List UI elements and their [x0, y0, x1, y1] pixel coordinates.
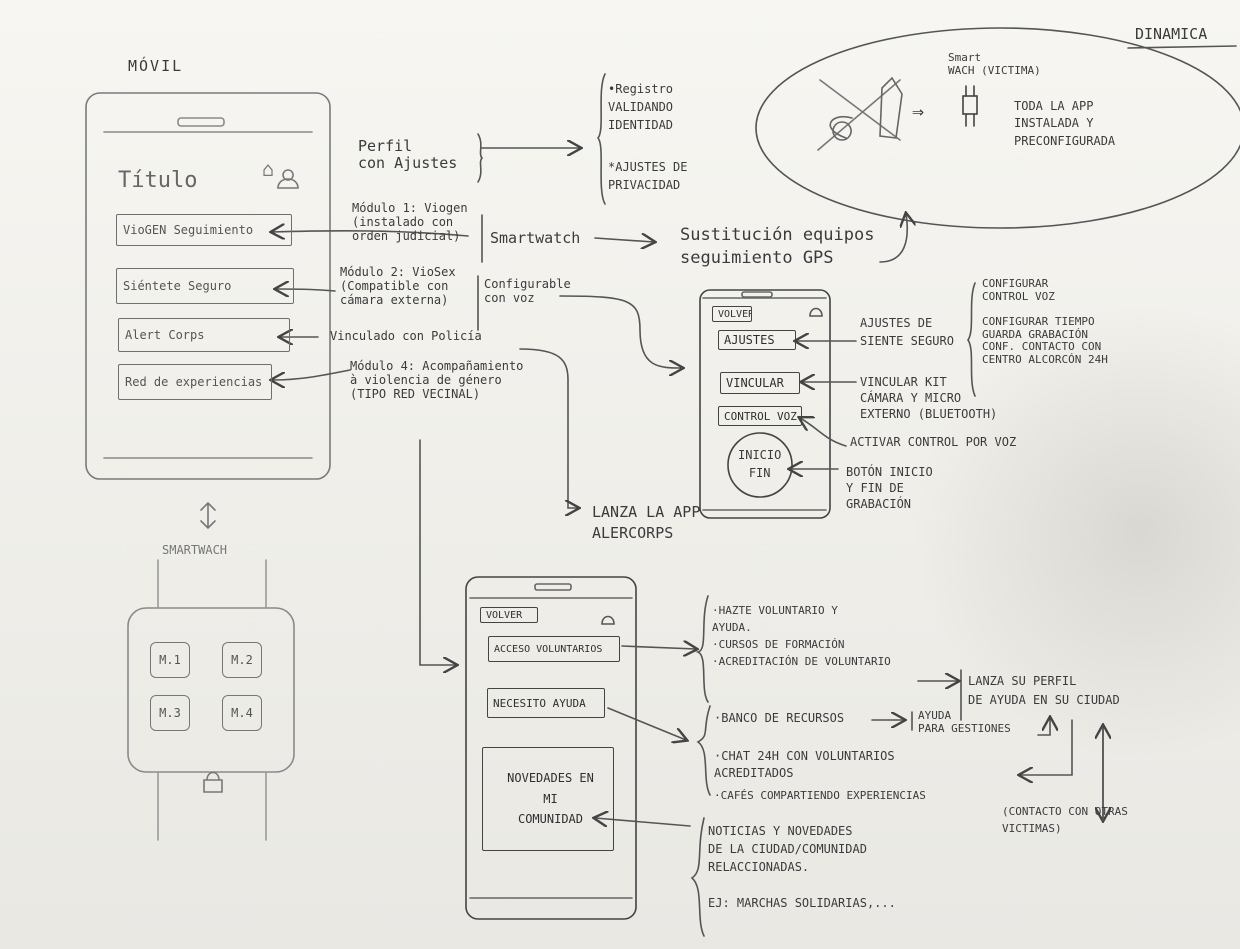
- bubble-text: TODA LA APP INSTALADA Y PRECONFIGURADA: [1014, 99, 1116, 148]
- module-1-button[interactable]: M.1: [150, 642, 190, 678]
- inicio-fin-button[interactable]: INICIO FIN: [738, 448, 782, 480]
- modulo3-note: Vinculado con Policía: [330, 329, 482, 343]
- modulo4-note: Módulo 4: Acompañamiento à violencia de …: [350, 359, 524, 401]
- acceso-voluntarios-button[interactable]: ACCESO VOLUNTARIOS: [488, 636, 620, 662]
- lanza-app-note: LANZA LA APP ALERCORPS: [592, 503, 701, 542]
- alert-corps-button[interactable]: Alert Corps: [118, 318, 290, 352]
- volver-button[interactable]: VOLVER: [712, 306, 752, 322]
- control-voz-note: ACTIVAR CONTROL POR VOZ: [850, 435, 1017, 449]
- ajustes-button[interactable]: AJUSTES: [718, 330, 796, 350]
- module-3-button[interactable]: M.3: [150, 695, 190, 731]
- viogen-button[interactable]: VioGEN Seguimiento: [116, 214, 292, 246]
- configurable-note: Configurable con voz: [484, 277, 571, 305]
- dinamica-label: DINAMICA: [1135, 25, 1208, 43]
- smartwatch-label: SMARTWACH: [162, 543, 228, 557]
- boton-inicio-note: BOTÓN INICIO Y FIN DE GRABACIÓN: [846, 465, 933, 512]
- ayuda-gestiones-note: AYUDA PARA GESTIONES: [918, 709, 1011, 735]
- movil-label: MÓVIL: [128, 57, 184, 75]
- sientete-seguro-button[interactable]: Siéntete Seguro: [116, 268, 294, 304]
- vincular-button[interactable]: VINCULAR: [720, 372, 800, 394]
- novedades-card[interactable]: NOVEDADES EN MI COMUNIDAD: [482, 747, 614, 851]
- watch-victima-label: Smart WACH (VICTIMA): [948, 51, 1041, 77]
- chat-note: ·CHAT 24H CON VOLUNTARIOS ACREDITADOS: [714, 749, 895, 780]
- ajustes-note: AJUSTES DE SIENTE SEGURO: [860, 316, 954, 348]
- perfil-item-registro: •Registro VALIDANDO IDENTIDAD: [608, 82, 674, 132]
- control-voz-button[interactable]: CONTROL VOZ: [718, 406, 802, 426]
- cafes-note: ·CAFÉS COMPARTIENDO EXPERIENCIAS: [714, 789, 926, 802]
- banco-note: ·BANCO DE RECURSOS: [714, 711, 845, 725]
- red-experiencias-button[interactable]: Red de experiencias: [118, 364, 272, 400]
- necesito-ayuda-button[interactable]: NECESITO AYUDA: [487, 688, 605, 718]
- arrow-icon: ⇒: [912, 99, 925, 123]
- smartwatch-note: Smartwatch: [490, 229, 581, 247]
- profile-icon[interactable]: ⌂: [262, 157, 275, 181]
- vincular-note: VINCULAR KIT CÁMARA Y MICRO EXTERNO (BLU…: [860, 375, 998, 422]
- modulo2-note: Módulo 2: VioSex (Compatible con cámara …: [340, 265, 456, 307]
- modulo1-note: Módulo 1: Viogen (instalado con orden ju…: [352, 201, 468, 243]
- shadow: [910, 300, 1240, 760]
- sustitucion-note: Sustitución equipos seguimiento GPS: [680, 225, 875, 268]
- module-2-button[interactable]: M.2: [222, 642, 262, 678]
- volver-button-2[interactable]: VOLVER: [480, 607, 538, 623]
- noticias-note: NOTICIAS Y NOVEDADES DE LA CIUDAD/COMUNI…: [708, 824, 896, 910]
- perfil-note: Perfil con Ajustes: [358, 137, 458, 173]
- page-title: Título: [118, 168, 198, 193]
- contacto-note: (CONTACTO CON OTRAS VICTIMAS): [1002, 805, 1128, 835]
- lanza-perfil-note: LANZA SU PERFIL DE AYUDA EN SU CIUDAD: [968, 674, 1120, 708]
- module-4-button[interactable]: M.4: [222, 695, 262, 731]
- acceso-note: ·HAZTE VOLUNTARIO Y AYUDA. ·CURSOS DE FO…: [712, 604, 891, 669]
- perfil-item-ajustes: *AJUSTES DE PRIVACIDAD: [608, 160, 688, 192]
- ajustes-items-note: CONFIGURAR CONTROL VOZ CONFIGURAR TIEMPO…: [982, 277, 1108, 366]
